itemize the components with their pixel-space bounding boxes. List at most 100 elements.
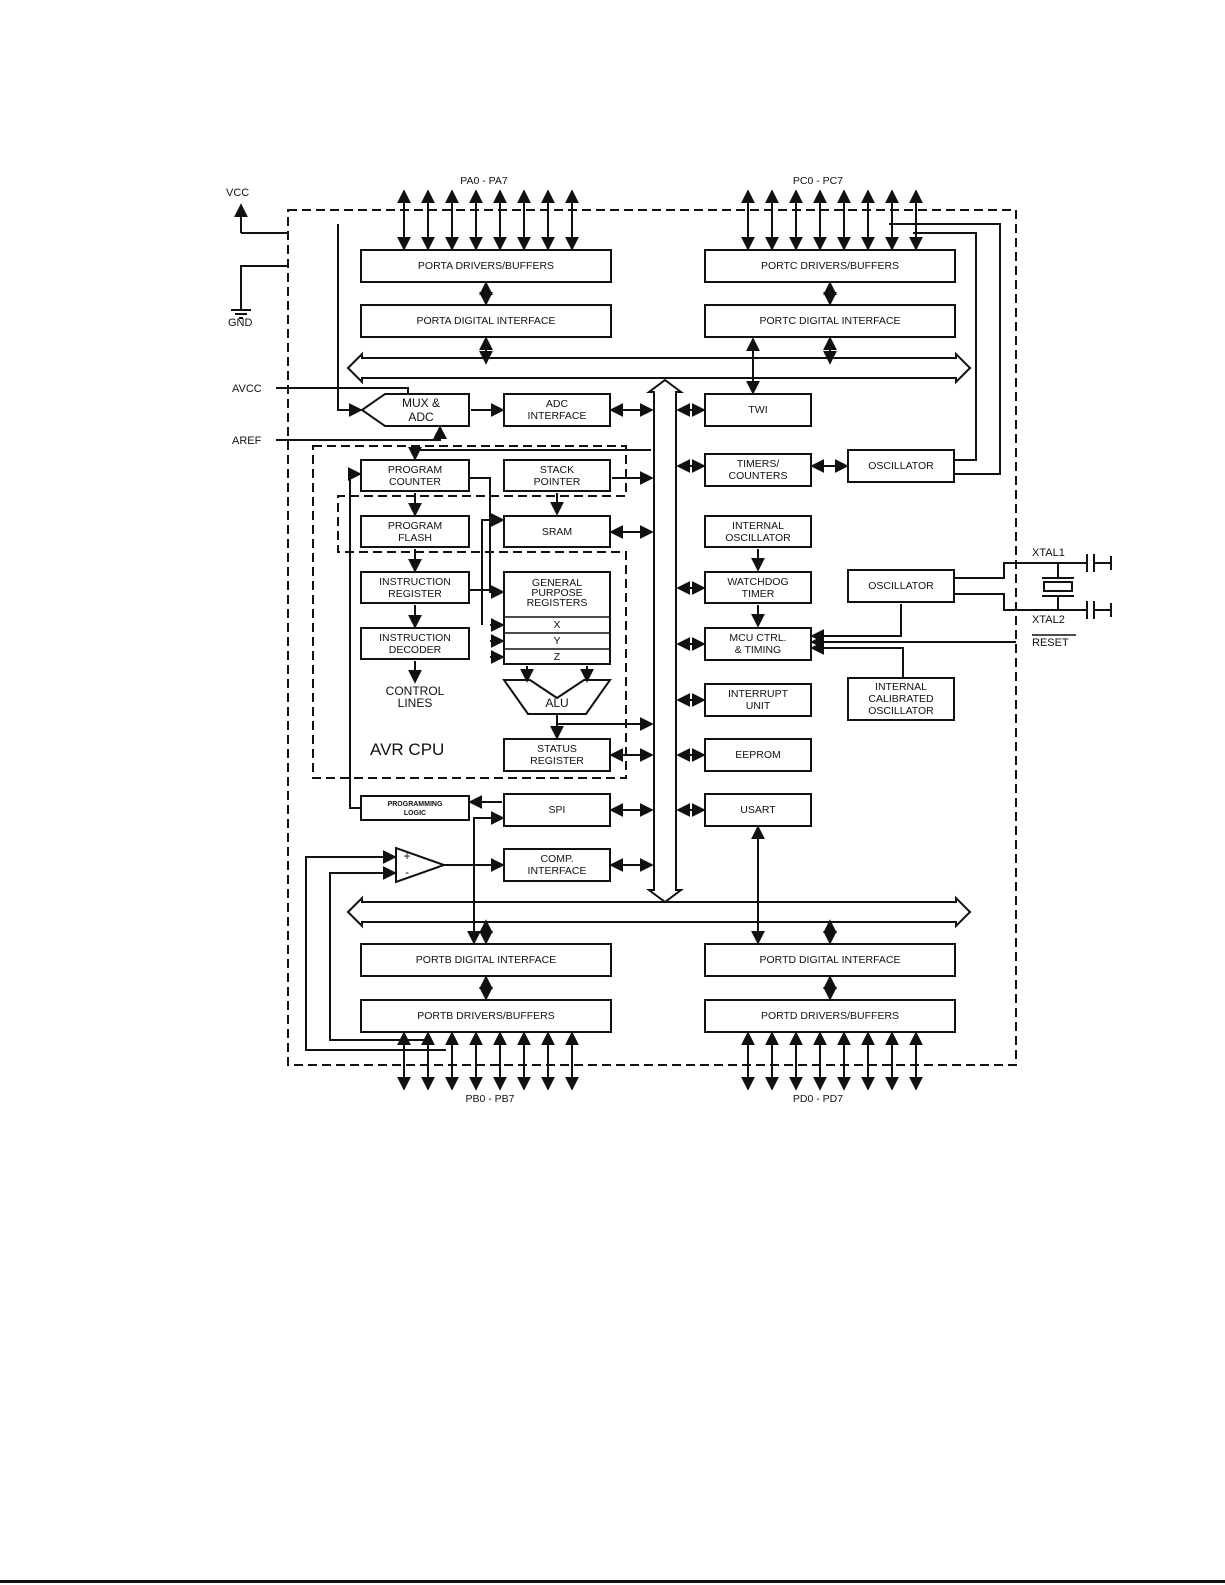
proglogic-pc-wire xyxy=(347,467,362,809)
interrupt-unit-label-2: UNIT xyxy=(746,700,771,712)
osc-portc-wire-1 xyxy=(913,232,977,461)
internal-oscillator-label-2: OSCILLATOR xyxy=(725,532,791,544)
status-register-label-2: REGISTER xyxy=(530,755,584,767)
comparator-plus-label: + xyxy=(403,849,410,863)
internal-oscillator-label-1: INTERNAL xyxy=(732,520,784,532)
portb-pin-label: PB0 - PB7 xyxy=(465,1093,514,1105)
program-counter-label-2: COUNTER xyxy=(389,476,441,488)
ground-icon xyxy=(231,309,251,319)
adc-interface-box xyxy=(503,393,611,427)
twi-label: TWI xyxy=(748,404,767,416)
gpr-label-3: REGISTERS xyxy=(527,597,588,609)
instruction-decoder-box xyxy=(360,627,470,660)
instruction-register-box xyxy=(360,571,470,604)
stack-pointer-box xyxy=(503,459,611,492)
twi-box xyxy=(704,393,812,427)
programming-logic-label-2: LOGIC xyxy=(404,810,426,817)
portd-pin-label: PD0 - PD7 xyxy=(793,1093,843,1105)
stack-pointer-label-1: STACK xyxy=(540,464,574,476)
sram-label: SRAM xyxy=(542,526,572,538)
aref-label: AREF xyxy=(232,435,262,447)
portc-interface-label: PORTC DIGITAL INTERFACE xyxy=(760,315,901,327)
stack-pointer-label-2: POINTER xyxy=(534,476,581,488)
status-register-box xyxy=(503,738,611,772)
comp-interface-label-2: INTERFACE xyxy=(528,865,587,877)
register-y-label: Y xyxy=(553,635,560,647)
calibrated-oscillator-box xyxy=(847,677,955,721)
control-lines-label-1: CONTROL xyxy=(386,684,445,698)
portb-drivers-box xyxy=(360,999,612,1033)
pc-gpr-wire xyxy=(469,477,505,599)
program-counter-label-1: PROGRAM xyxy=(388,464,442,476)
mcu-control-label-2: & TIMING xyxy=(735,644,781,656)
interrupt-unit-label-1: INTERRUPT xyxy=(728,688,789,700)
alu-label: ALU xyxy=(545,696,568,710)
eeprom-label: EEPROM xyxy=(735,749,781,761)
page-bottom-rule xyxy=(0,1580,1225,1583)
mcu-control-label-1: MCU CTRL. xyxy=(729,632,786,644)
porta-pin-label: PA0 - PA7 xyxy=(460,175,508,187)
reset-label: RESET xyxy=(1032,637,1069,649)
spi-label: SPI xyxy=(549,804,566,816)
comparator-minus-label: - xyxy=(405,865,409,879)
crystal-icon xyxy=(1042,563,1074,610)
bus-to-pc-wire xyxy=(408,446,651,461)
alu-bus-wire xyxy=(556,714,654,731)
calibrated-oscillator-label-2: CALIBRATED xyxy=(868,693,934,705)
osc-portc-wire-2 xyxy=(889,223,1001,475)
spi-portb-wire xyxy=(467,811,505,945)
usart-label: USART xyxy=(740,804,776,816)
calibrated-oscillator-label-3: OSCILLATOR xyxy=(868,705,934,717)
data-bus-vertical xyxy=(646,378,684,904)
instruction-decoder-label-1: INSTRUCTION xyxy=(379,632,451,644)
avcc-wire xyxy=(276,387,409,394)
instruction-register-label-2: REGISTER xyxy=(388,588,442,600)
program-counter-box xyxy=(360,459,470,492)
watchdog-timer-label-2: TIMER xyxy=(742,588,775,600)
portc-drivers-label: PORTC DRIVERS/BUFFERS xyxy=(761,260,899,272)
aref-wire xyxy=(276,425,447,441)
xtal2-label: XTAL2 xyxy=(1032,614,1065,626)
porta-to-mux-wire xyxy=(337,224,363,417)
portb-interface-box xyxy=(360,943,612,977)
gnd-wire xyxy=(240,265,288,310)
avcc-label: AVCC xyxy=(232,383,262,395)
gpr-sram-wire xyxy=(481,513,505,625)
avr-cpu-label: AVR CPU xyxy=(370,740,444,759)
programming-logic-label-1: PROGRAMMING xyxy=(388,801,443,808)
portd-drivers-label: PORTD DRIVERS/BUFFERS xyxy=(761,1010,899,1022)
calibrated-oscillator-label-1: INTERNAL xyxy=(875,681,927,693)
vcc-label: VCC xyxy=(226,187,249,199)
sram-box xyxy=(503,515,611,548)
control-lines-label-2: LINES xyxy=(398,696,433,710)
porta-drivers-label: PORTA DRIVERS/BUFFERS xyxy=(418,260,554,272)
data-bus-bottom xyxy=(346,895,972,929)
alu-shape xyxy=(502,679,612,715)
portb-interface-label: PORTB DIGITAL INTERFACE xyxy=(416,954,556,966)
xtal1-wire xyxy=(954,562,1087,579)
porta-drivers-box xyxy=(360,249,612,283)
portc-drivers-box xyxy=(704,249,956,283)
mux-adc-label-1: MUX & xyxy=(402,396,440,410)
interrupt-unit-box xyxy=(704,683,812,717)
xtal1-label: XTAL1 xyxy=(1032,547,1065,559)
portd-interface-label: PORTD DIGITAL INTERFACE xyxy=(760,954,901,966)
portc-pin-label: PC0 - PC7 xyxy=(793,175,843,187)
program-flash-label-1: PROGRAM xyxy=(388,520,442,532)
gpr-label-2: PURPOSE xyxy=(531,587,582,599)
comp-plus-wire xyxy=(305,850,446,1051)
timers-counters-label-1: TIMERS/ xyxy=(737,458,780,470)
xtal2-wire xyxy=(954,593,1087,611)
capacitor-icon xyxy=(1086,554,1112,619)
instruction-register-label-1: INSTRUCTION xyxy=(379,576,451,588)
comp-interface-box xyxy=(503,848,611,882)
watchdog-timer-label-1: WATCHDOG xyxy=(727,576,788,588)
osc-mcu-wire xyxy=(810,604,902,643)
portb-drivers-label: PORTB DRIVERS/BUFFERS xyxy=(417,1010,555,1022)
register-z-label: Z xyxy=(554,651,561,663)
eeprom-box xyxy=(704,738,812,772)
chip-outline xyxy=(287,209,1017,1066)
program-flash-label-2: FLASH xyxy=(398,532,432,544)
adc-interface-label-2: INTERFACE xyxy=(528,410,587,422)
